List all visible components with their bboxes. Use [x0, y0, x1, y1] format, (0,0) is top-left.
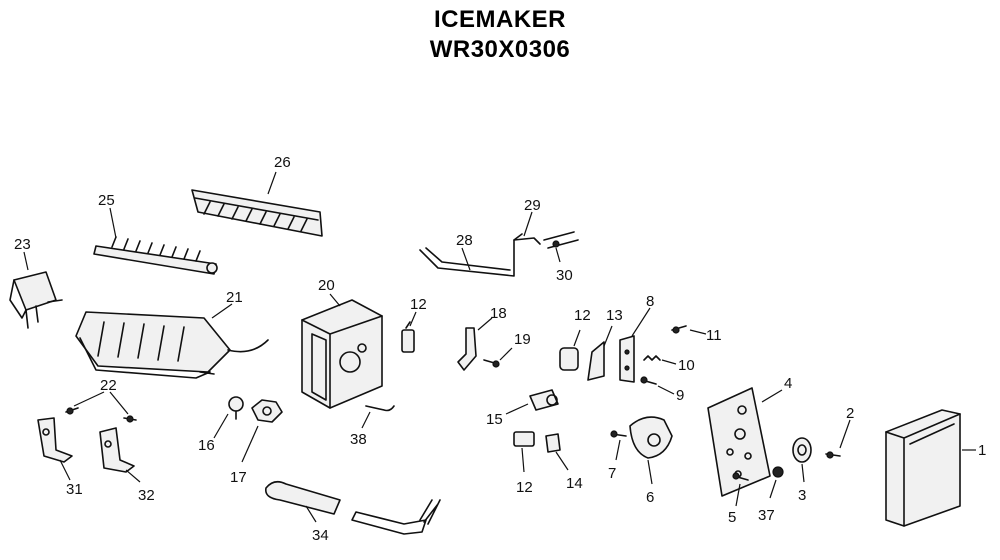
callout-8: 8 [646, 293, 654, 310]
callout-6: 6 [646, 489, 654, 506]
callout-37: 37 [758, 507, 775, 524]
callout-25: 25 [98, 192, 115, 209]
callout-5: 5 [728, 509, 736, 526]
callout-38: 38 [350, 431, 367, 448]
part-7-screw: 7 [608, 430, 627, 482]
part-12-switch-upper: 12 [401, 296, 427, 353]
part-25-ejector-rod: 25 [93, 192, 218, 275]
part-21-mold: 21 [75, 289, 269, 379]
part-31-bracket: 31 [37, 417, 83, 498]
part-26-ejector: 26 [191, 154, 323, 237]
callout-29: 29 [524, 197, 541, 214]
part-29-bracket: 29 [513, 197, 541, 245]
part-30-retainer: 30 [543, 231, 579, 284]
part-11-screw: 11 [671, 325, 722, 344]
callout-10: 10 [678, 357, 695, 374]
part-20-housing: 20 [301, 277, 383, 409]
part-5-screw: 5 [728, 472, 749, 526]
callout-1: 1 [978, 442, 986, 459]
callout-31: 31 [66, 481, 83, 498]
callout-15: 15 [486, 411, 503, 428]
callout-30: 30 [556, 267, 573, 284]
callout-16: 16 [198, 437, 215, 454]
callout-13: 13 [606, 307, 623, 324]
part-13-lever: 13 [587, 307, 623, 381]
part-9-screw: 9 [640, 376, 684, 404]
part-34-harness: 34 [264, 480, 441, 544]
callout-12-middle: 12 [574, 307, 591, 324]
part-28-shutoff-arm: 28 [419, 232, 523, 277]
part-4-mounting-plate: 4 [707, 375, 792, 497]
callout-11: 11 [706, 327, 722, 344]
part-38-clip: 38 [350, 405, 395, 448]
part-6-motor: 6 [629, 416, 673, 506]
part-17-cam: 17 [230, 399, 283, 486]
part-23-fill-cup: 23 [9, 236, 63, 329]
part-12-switch-lower: 12 [513, 431, 535, 496]
callout-12-upper: 12 [410, 296, 427, 313]
callout-3: 3 [798, 487, 806, 504]
callout-14: 14 [566, 475, 583, 492]
part-19-screw: 19 [483, 331, 531, 368]
callout-17: 17 [230, 469, 247, 486]
callout-21: 21 [226, 289, 243, 306]
callout-26: 26 [274, 154, 291, 171]
callout-34: 34 [312, 527, 329, 544]
part-3-bushing: 3 [792, 437, 812, 504]
part-37-grommet: 37 [758, 466, 784, 524]
part-1-cover: 1 [885, 409, 986, 527]
part-number-title: WR30X0306 [429, 36, 571, 63]
callout-23: 23 [14, 236, 31, 253]
part-22-screws: 22 [65, 377, 137, 423]
callout-28: 28 [456, 232, 473, 249]
callout-18: 18 [490, 305, 507, 322]
callout-2: 2 [846, 405, 854, 422]
diagram-title: ICEMAKER [433, 6, 566, 33]
callout-20: 20 [318, 277, 335, 294]
callout-7: 7 [608, 465, 616, 482]
callout-12-lower: 12 [516, 479, 533, 496]
part-10-spring: 10 [643, 355, 695, 374]
part-14-clip: 14 [545, 433, 583, 492]
part-32-bracket: 32 [99, 427, 155, 504]
callout-22: 22 [100, 377, 117, 394]
part-15-thermostat: 15 [486, 389, 559, 428]
part-16-gear: 16 [198, 396, 244, 454]
callout-9: 9 [676, 387, 684, 404]
part-2-screw: 2 [825, 405, 854, 459]
part-8-bracket: 8 [619, 293, 654, 383]
part-18-bracket: 18 [457, 305, 507, 371]
part-12-switch-middle: 12 [559, 307, 591, 371]
callout-4: 4 [784, 375, 792, 392]
callout-32: 32 [138, 487, 155, 504]
callout-19: 19 [514, 331, 531, 348]
